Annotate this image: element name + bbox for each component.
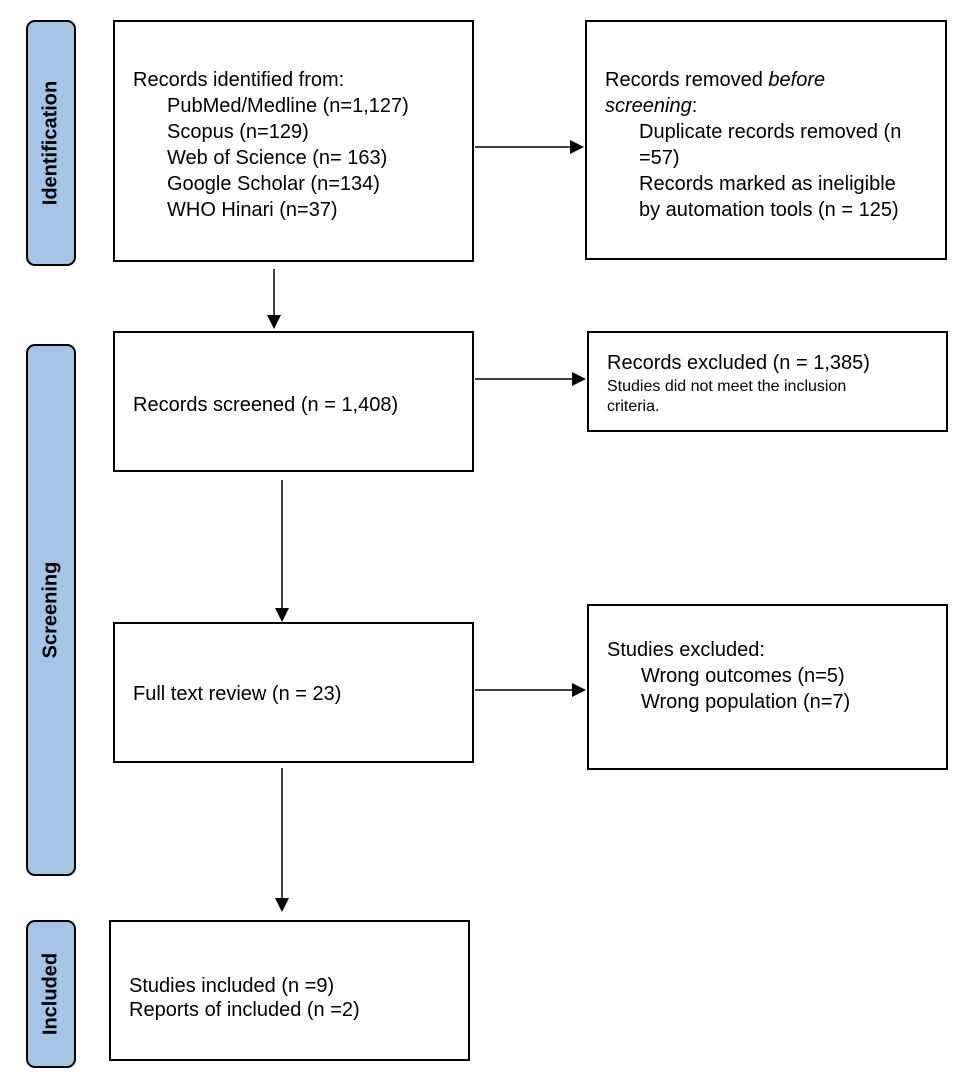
records-screened-box: Records screened (n = 1,408) [113,331,474,472]
source-google-scholar: Google Scholar (n=134) [167,173,380,195]
records-excluded-note-line2: criteria. [607,398,660,415]
source-who-hinari: WHO Hinari (n=37) [167,199,338,221]
studies-excluded-population: Wrong population (n=7) [641,691,851,713]
records-removed-box: Records removed before screening: Duplic… [585,20,947,260]
records-removed-heading: Records removed before [605,68,825,92]
studies-included-text: Studies included (n =9) [129,975,335,997]
removed-ineligible-line2: by automation tools (n = 125) [639,199,899,221]
records-removed-heading-prefix: Records removed [605,69,769,91]
reports-included-text: Reports of included (n =2) [129,999,360,1021]
records-identified-box: Records identified from: PubMed/Medline … [113,20,474,262]
stage-screening: Screening [26,344,76,876]
records-identified-heading: Records identified from: [133,69,345,91]
source-scopus: Scopus (n=129) [167,121,309,143]
removed-duplicates-line2: =57) [639,147,680,169]
records-removed-heading-screening: screening [605,95,692,117]
source-pubmed: PubMed/Medline (n=1,127) [167,95,409,117]
records-excluded-heading: Records excluded (n = 1,385) [607,352,870,374]
removed-ineligible-line1: Records marked as ineligible [639,173,896,195]
stage-included: Included [26,920,76,1068]
records-removed-heading-line2: screening: [605,94,697,118]
full-text-review-box: Full text review (n = 23) [113,622,474,763]
records-removed-heading-suffix: : [691,95,698,117]
studies-excluded-outcomes: Wrong outcomes (n=5) [641,665,845,687]
records-excluded-box: Records excluded (n = 1,385) Studies did… [587,331,948,432]
studies-included-box: Studies included (n =9) Reports of inclu… [109,920,470,1061]
records-excluded-note-line1: Studies did not meet the inclusion [607,378,847,395]
records-removed-heading-before: before [768,69,826,91]
stage-identification: Identification [26,20,76,266]
full-text-review-text: Full text review (n = 23) [133,683,342,705]
removed-duplicates-line1: Duplicate records removed (n [639,121,902,143]
studies-excluded-box: Studies excluded: Wrong outcomes (n=5) W… [587,604,948,770]
records-screened-text: Records screened (n = 1,408) [133,394,399,416]
studies-excluded-heading: Studies excluded: [607,639,765,661]
source-web-of-science: Web of Science (n= 163) [167,147,388,169]
